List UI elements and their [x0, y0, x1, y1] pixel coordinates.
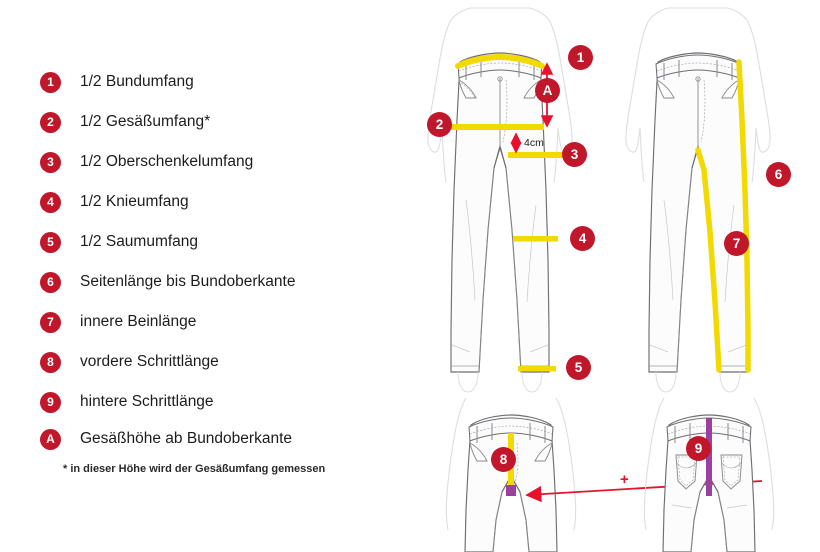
figure-badge-a: A — [535, 78, 560, 103]
legend-label-2: 1/2 Gesäßumfang* — [80, 113, 211, 130]
mannequin-silhouette-back — [625, 7, 771, 183]
hip-measure-bar — [433, 124, 544, 130]
back-trousers — [648, 52, 748, 393]
inner-leg-line — [695, 147, 722, 373]
figure-badge-6: 6 — [766, 162, 791, 187]
waist-measure-bar — [455, 53, 545, 69]
front-view-figure — [427, 7, 573, 393]
hem-measure-bar — [518, 366, 556, 372]
legend-badge-1: 1 — [40, 71, 61, 93]
crotch-point-marker — [506, 485, 516, 496]
legend-item-8: 8 vordere Schrittlänge — [40, 342, 370, 382]
front-trousers — [450, 52, 550, 393]
legend-item-a: A Gesäßhöhe ab Bundoberkante — [40, 422, 370, 456]
back-rise-detail — [643, 397, 775, 552]
legend-badge-9: 9 — [40, 391, 61, 413]
legend-label-8: vordere Schrittlänge — [80, 353, 219, 370]
figure-badge-7: 7 — [724, 231, 749, 256]
figure-badge-3: 3 — [562, 142, 587, 167]
legend-item-3: 3 1/2 Oberschenkelumfang — [40, 142, 370, 182]
legend-badge-3: 3 — [40, 151, 61, 173]
measurement-legend: 1 1/2 Bundumfang 2 1/2 Gesäßumfang* 3 1/… — [40, 62, 370, 456]
legend-item-7: 7 innere Beinlänge — [40, 302, 370, 342]
four-cm-label: 4cm — [524, 137, 544, 149]
legend-item-4: 4 1/2 Knieumfang — [40, 182, 370, 222]
legend-badge-7: 7 — [40, 311, 61, 333]
legend-item-2: 2 1/2 Gesäßumfang* — [40, 102, 370, 142]
legend-label-a: Gesäßhöhe ab Bundoberkante — [80, 430, 292, 447]
legend-label-5: 1/2 Saumumfang — [80, 233, 199, 250]
figure-badge-5: 5 — [566, 355, 591, 380]
figure-badge-2: 2 — [427, 112, 452, 137]
figure-badge-4: 4 — [570, 226, 595, 251]
figure-badge-1: 1 — [568, 45, 593, 70]
side-length-line — [736, 59, 751, 373]
figure-badge-9: 9 — [686, 436, 711, 461]
legend-badge-5: 5 — [40, 231, 61, 253]
legend-item-5: 5 1/2 Saumumfang — [40, 222, 370, 262]
legend-footnote: * in dieser Höhe wird der Gesäßumfang ge… — [63, 463, 326, 475]
legend-badge-a: A — [40, 428, 61, 450]
plus-sign: + — [620, 471, 629, 488]
legend-badge-2: 2 — [40, 111, 61, 133]
legend-label-1: 1/2 Bundumfang — [80, 73, 194, 90]
legend-label-6: Seitenlänge bis Bundoberkante — [80, 273, 296, 290]
legend-label-4: 1/2 Knieumfang — [80, 193, 189, 210]
legend-item-1: 1 1/2 Bundumfang — [40, 62, 370, 102]
legend-label-3: 1/2 Oberschenkelumfang — [80, 153, 254, 170]
legend-item-6: 6 Seitenlänge bis Bundoberkante — [40, 262, 370, 302]
legend-label-7: innere Beinlänge — [80, 313, 197, 330]
legend-badge-6: 6 — [40, 271, 61, 293]
figure-badge-8: 8 — [491, 447, 516, 472]
legend-item-9: 9 hintere Schrittlänge — [40, 382, 370, 422]
knee-measure-bar — [513, 236, 558, 242]
legend-label-9: hintere Schrittlänge — [80, 393, 214, 410]
legend-badge-4: 4 — [40, 191, 61, 213]
back-view-figure — [625, 7, 771, 393]
thigh-measure-bar — [508, 152, 566, 158]
legend-badge-8: 8 — [40, 351, 61, 373]
